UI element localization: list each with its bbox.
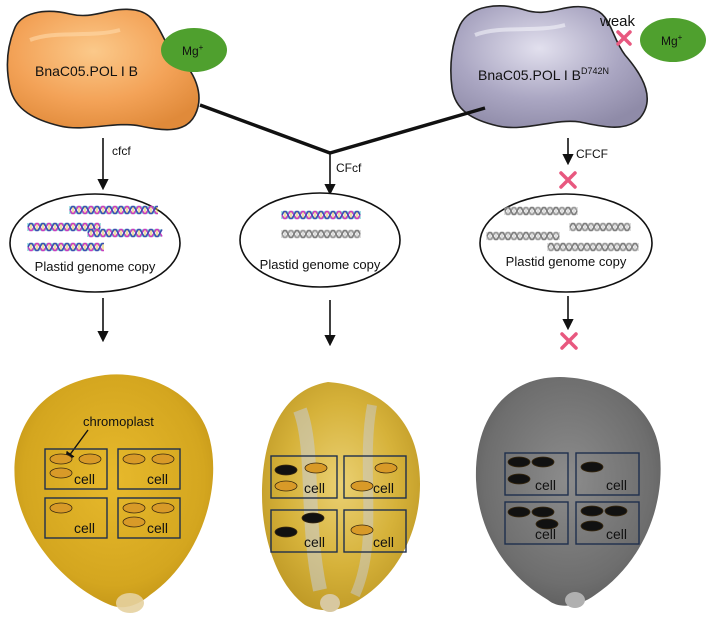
cell-label: cell xyxy=(535,477,556,493)
dna-strand xyxy=(282,211,360,219)
block-cross-icon xyxy=(618,32,630,44)
chromoplast-label: chromoplast xyxy=(83,414,154,429)
genome-oval-right: Plastid genome copy xyxy=(480,194,652,292)
cell-label: cell xyxy=(74,520,95,536)
arrow-label-CFCF: CFCF xyxy=(576,147,608,161)
genome-label-left: Plastid genome copy xyxy=(35,259,156,274)
mg-ion-right-charge: + xyxy=(678,33,683,42)
chromoplast xyxy=(375,463,397,473)
inactive-plastid xyxy=(508,474,530,484)
chromoplast xyxy=(79,454,101,464)
chromoplast xyxy=(123,517,145,527)
inactive-plastid xyxy=(275,465,297,475)
mg-ion-left: Mg+ xyxy=(161,28,227,72)
genome-oval-left: Plastid genome copy xyxy=(10,194,180,292)
chromoplast xyxy=(50,454,72,464)
dna-strand xyxy=(282,230,360,238)
chromoplast xyxy=(275,481,297,491)
chromoplast xyxy=(50,503,72,513)
petal-wildtype xyxy=(14,374,213,613)
chromoplast xyxy=(123,503,145,513)
cell-label: cell xyxy=(535,526,556,542)
chromoplast xyxy=(351,525,373,535)
inactive-plastid xyxy=(532,507,554,517)
inactive-plastid xyxy=(508,457,530,467)
chromoplast xyxy=(305,463,327,473)
cell-label: cell xyxy=(373,534,394,550)
protein-wildtype: BnaC05.POL I B xyxy=(7,9,198,129)
arrow-label-CFcf: CFcf xyxy=(336,161,362,175)
weak-binding-label: weak xyxy=(599,13,636,30)
cell-label: cell xyxy=(606,477,627,493)
inactive-plastid xyxy=(532,457,554,467)
inactive-plastid xyxy=(605,506,627,516)
cell-label: cell xyxy=(373,480,394,496)
inactive-plastid xyxy=(581,506,603,516)
mg-ion-right-label: Mg xyxy=(661,34,678,48)
chromoplast xyxy=(152,454,174,464)
cell-label: cell xyxy=(74,471,95,487)
protein-mutant-suffix: D742N xyxy=(581,66,609,76)
block-cross-icon xyxy=(562,334,576,348)
genome-oval-middle: Plastid genome copy xyxy=(240,193,400,287)
cell-label: cell xyxy=(147,471,168,487)
dna-strand xyxy=(570,223,630,231)
mg-ion-right: Mg+ xyxy=(640,18,706,62)
connector-lines xyxy=(200,105,485,153)
cell-label: cell xyxy=(304,480,325,496)
genome-label-middle: Plastid genome copy xyxy=(260,257,381,272)
chromoplast xyxy=(50,468,72,478)
chromoplast xyxy=(152,503,174,513)
protein-wildtype-label: BnaC05.POL I B xyxy=(35,63,138,79)
cell-label: cell xyxy=(304,534,325,550)
protein-mutant-label: BnaC05.POL I B xyxy=(478,67,581,83)
inactive-plastid xyxy=(581,521,603,531)
inactive-plastid xyxy=(508,507,530,517)
genome-label-right: Plastid genome copy xyxy=(506,254,627,269)
mg-ion-left-label: Mg xyxy=(182,44,199,58)
inactive-plastid xyxy=(302,513,324,523)
inactive-plastid xyxy=(275,527,297,537)
cell-label: cell xyxy=(606,526,627,542)
cell-label: cell xyxy=(147,520,168,536)
arrow-down-icon xyxy=(103,296,568,344)
petal-variegated xyxy=(262,382,420,612)
chromoplast xyxy=(351,481,373,491)
chromoplast xyxy=(123,454,145,464)
block-cross-icon xyxy=(561,173,575,187)
inactive-plastid xyxy=(581,462,603,472)
arrow-label-cfcf: cfcf xyxy=(112,144,131,158)
mg-ion-left-charge: + xyxy=(199,43,204,52)
